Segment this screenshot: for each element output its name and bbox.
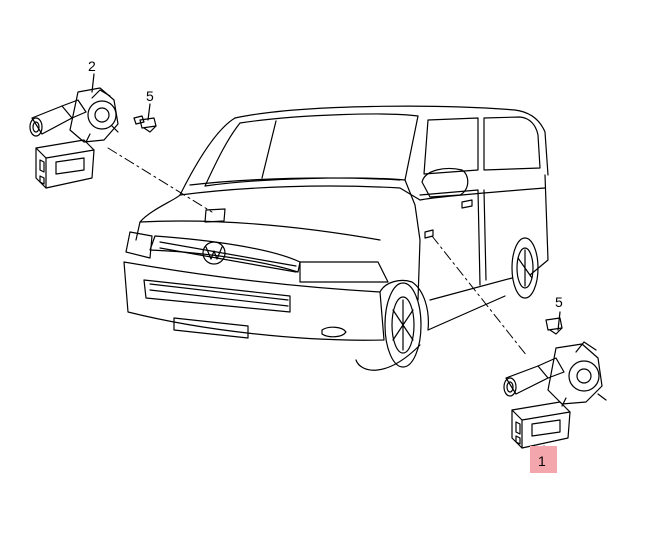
callout-part-5-top: 5 [146, 88, 154, 104]
callout-part-1: 1 [538, 453, 546, 469]
callout-part-2: 2 [88, 58, 96, 74]
leader-line-bottom [431, 235, 528, 357]
window-motor-bottom-right [503, 341, 607, 451]
highlight-box-part-1 [530, 446, 557, 473]
van-illustration [123, 105, 549, 371]
callout-part-5-right: 5 [555, 294, 563, 310]
bolt-top [133, 103, 157, 133]
window-motor-top-left [29, 73, 119, 189]
leader-lines [107, 147, 528, 357]
leader-line-top [107, 147, 213, 213]
bolt-bottom [545, 311, 563, 335]
